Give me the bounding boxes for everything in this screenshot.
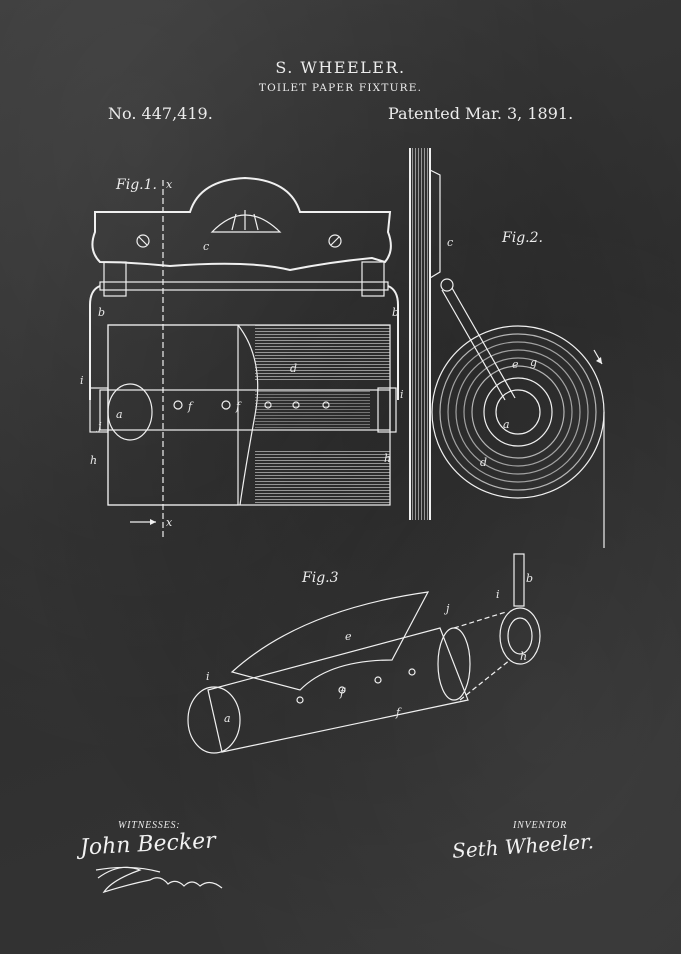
svg-text:a: a bbox=[224, 712, 231, 725]
svg-text:i: i bbox=[496, 588, 500, 601]
svg-text:h: h bbox=[520, 650, 527, 663]
svg-text:h: h bbox=[90, 454, 97, 467]
svg-text:b: b bbox=[526, 572, 533, 585]
svg-text:h: h bbox=[384, 452, 391, 465]
svg-text:i: i bbox=[206, 670, 210, 683]
svg-text:i: i bbox=[400, 388, 404, 401]
patent-number: No. 447,419. bbox=[108, 104, 213, 123]
witnesses-label: WITNESSES: bbox=[118, 820, 181, 831]
svg-text:e: e bbox=[345, 630, 352, 643]
patent-subtitle: TOILET PAPER FIXTURE. bbox=[258, 82, 423, 94]
svg-text:a: a bbox=[116, 408, 123, 421]
figure-1-drawing: x x c b b d i i a j f f h h bbox=[80, 176, 404, 540]
figure-3-drawing: e j i b h i a f f bbox=[187, 553, 541, 754]
svg-text:f: f bbox=[235, 400, 242, 413]
figure-2-drawing: c e g a d bbox=[409, 148, 605, 548]
svg-text:f: f bbox=[339, 686, 346, 699]
svg-text:x: x bbox=[166, 178, 173, 191]
svg-text:x: x bbox=[166, 516, 173, 529]
svg-text:g: g bbox=[530, 356, 537, 369]
figure-2-label: Fig.2. bbox=[502, 230, 543, 246]
svg-text:i: i bbox=[80, 374, 84, 387]
figure-1-label: Fig.1. bbox=[116, 177, 157, 193]
svg-text:d: d bbox=[480, 456, 487, 469]
svg-text:c: c bbox=[447, 236, 453, 249]
svg-text:j: j bbox=[443, 602, 450, 615]
svg-text:j: j bbox=[95, 420, 102, 433]
svg-text:e: e bbox=[512, 358, 519, 371]
svg-text:f: f bbox=[395, 706, 402, 719]
svg-text:f: f bbox=[187, 400, 194, 413]
svg-text:d: d bbox=[290, 362, 297, 375]
svg-text:c: c bbox=[203, 240, 209, 253]
patent-title: S. WHEELER. bbox=[275, 58, 406, 77]
figure-3-label: Fig.3 bbox=[302, 570, 339, 586]
svg-text:b: b bbox=[392, 306, 399, 319]
svg-text:a: a bbox=[503, 418, 510, 431]
patent-date: Patented Mar. 3, 1891. bbox=[388, 104, 574, 123]
svg-text:b: b bbox=[98, 306, 105, 319]
witness-signature-2-scribble bbox=[95, 866, 223, 894]
inventor-label: INVENTOR bbox=[513, 820, 567, 831]
